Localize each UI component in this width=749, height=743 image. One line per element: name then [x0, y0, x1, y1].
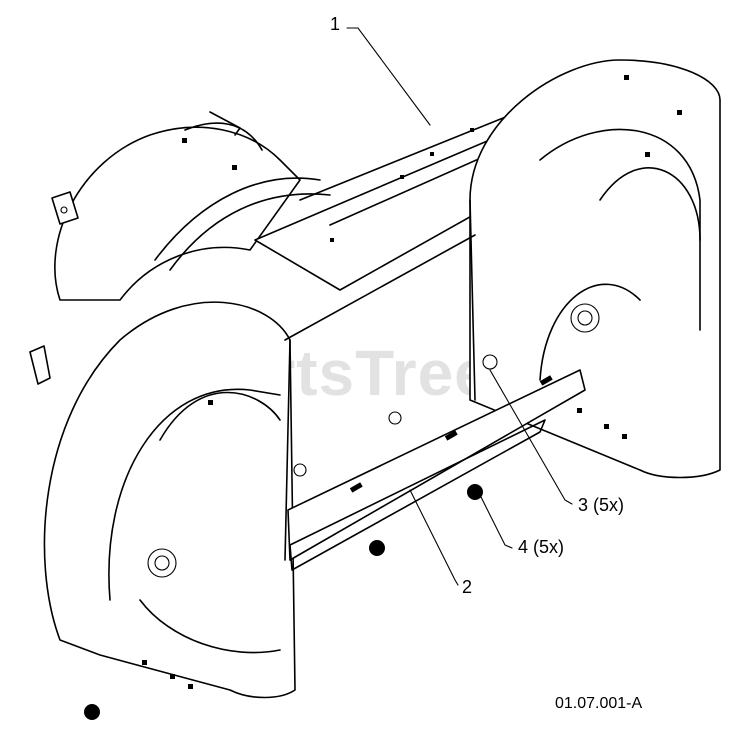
hardware-nuts — [84, 484, 483, 720]
nut-icon — [467, 484, 483, 500]
leader-lines — [346, 27, 573, 586]
right-side-plate — [469, 59, 721, 479]
callout-1: 1 — [330, 14, 340, 34]
callout-2: 2 — [462, 577, 472, 597]
impeller-housing — [29, 111, 331, 385]
left-side-plate — [43, 301, 296, 699]
back-plate — [284, 199, 476, 561]
scraper-bar — [287, 354, 586, 571]
nut-icon — [369, 540, 385, 556]
callout-3: 3 (5x) — [578, 495, 624, 515]
nut-icon — [84, 704, 100, 720]
figure-id: 01.07.001-A — [555, 695, 643, 712]
callout-4: 4 (5x) — [518, 537, 564, 557]
